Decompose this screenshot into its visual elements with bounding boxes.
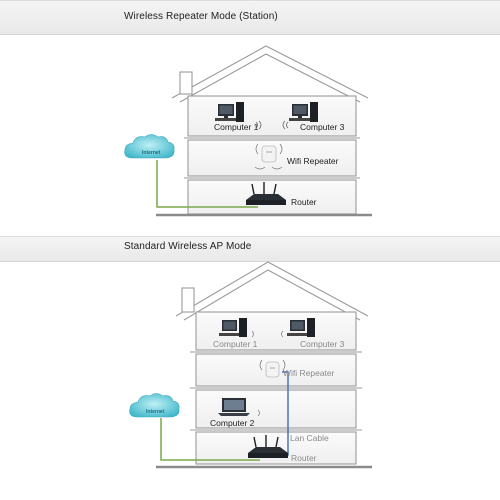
label-repeater-h1: Wifi Repeater [287, 156, 339, 166]
router-icon-h2 [248, 435, 288, 458]
internet-cloud-2 [129, 393, 180, 418]
diagram-title-1: Wireless Repeater Mode (Station) [124, 11, 278, 22]
wan-cable-1 [156, 160, 258, 208]
label-computer-3-h2: Computer 3 [300, 339, 345, 349]
cloud-label-2: Internet [146, 409, 165, 415]
house-1 [156, 45, 372, 217]
title-band-2 [0, 236, 500, 262]
wan-cable-2 [160, 418, 260, 461]
computer-3-icon-h2 [287, 318, 315, 337]
internet-cloud-1 [124, 134, 175, 159]
wifi-repeater-icon-h1 [254, 143, 283, 170]
computer-1-icon-h1 [215, 102, 244, 122]
diagram-title-2: Standard Wireless AP Mode [124, 241, 252, 252]
label-computer-2: Computer 2 [210, 418, 255, 428]
title-band-1 [0, 0, 500, 35]
computer-3-icon-h1 [289, 102, 318, 122]
label-router-h2: Router [291, 453, 317, 463]
label-computer-3-h1: Computer 3 [300, 122, 345, 132]
label-router-h1: Router [291, 197, 317, 207]
router-icon-h1 [246, 182, 286, 205]
label-computer-1-h1: Computer 1 [214, 122, 259, 132]
cloud-label-1: Internet [142, 150, 161, 156]
label-computer-1-h2: Computer 1 [213, 339, 258, 349]
house-2 [156, 261, 372, 469]
wifi-repeater-icon-h2 [259, 359, 286, 378]
computer-1-icon-h2 [219, 318, 247, 337]
label-lan-cable: Lan Cable [290, 433, 329, 443]
laptop-icon [218, 398, 250, 416]
wifi-signal-icon [255, 120, 289, 130]
wifi-signal-icon [251, 330, 284, 417]
label-repeater-h2: Wifi Repeater [283, 368, 335, 378]
